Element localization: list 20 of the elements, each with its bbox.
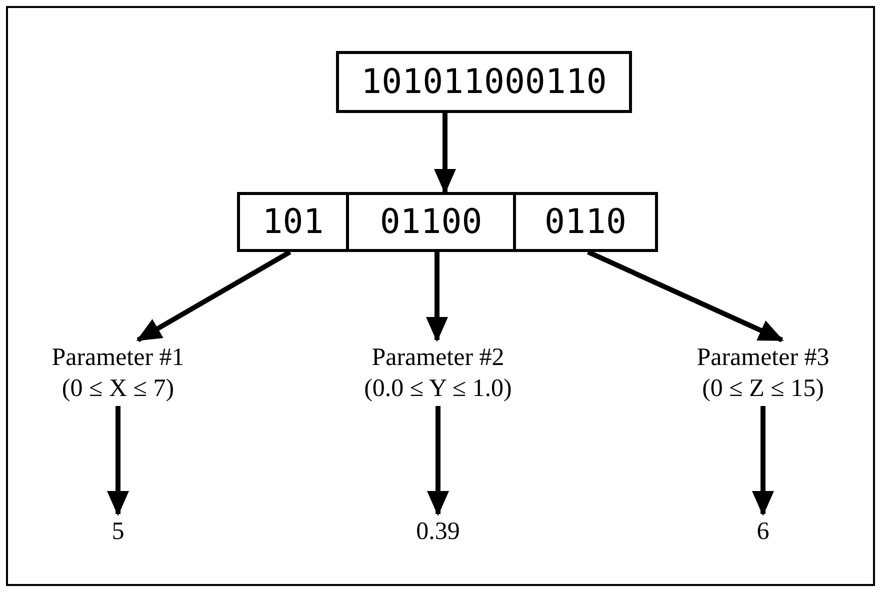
value-text: 6 (733, 514, 793, 548)
parameter-name: Parameter #3 (696, 343, 830, 373)
range-text: (0 ≤ X ≤ 7) (62, 374, 174, 404)
parameter-name: Parameter #2 (372, 343, 504, 373)
arrow (107, 406, 129, 516)
arrow (586, 250, 784, 342)
value-text: 0.39 (398, 514, 478, 548)
range-text: (0.0 ≤ Y ≤ 1.0) (364, 374, 512, 404)
arrow (434, 113, 456, 194)
bit-string-box: 101011000110 (336, 51, 632, 113)
range-text: (0 ≤ Z ≤ 15) (702, 374, 824, 404)
bit-string-box: 01100 (346, 192, 516, 252)
arrow (426, 252, 448, 342)
value-text: 5 (88, 514, 148, 548)
arrow (427, 406, 449, 516)
arrow (752, 406, 774, 516)
bit-string-box: 0110 (513, 192, 658, 252)
parameter-name: Parameter #1 (52, 343, 184, 373)
bit-string-box: 101 (237, 192, 349, 252)
arrow (136, 250, 292, 342)
